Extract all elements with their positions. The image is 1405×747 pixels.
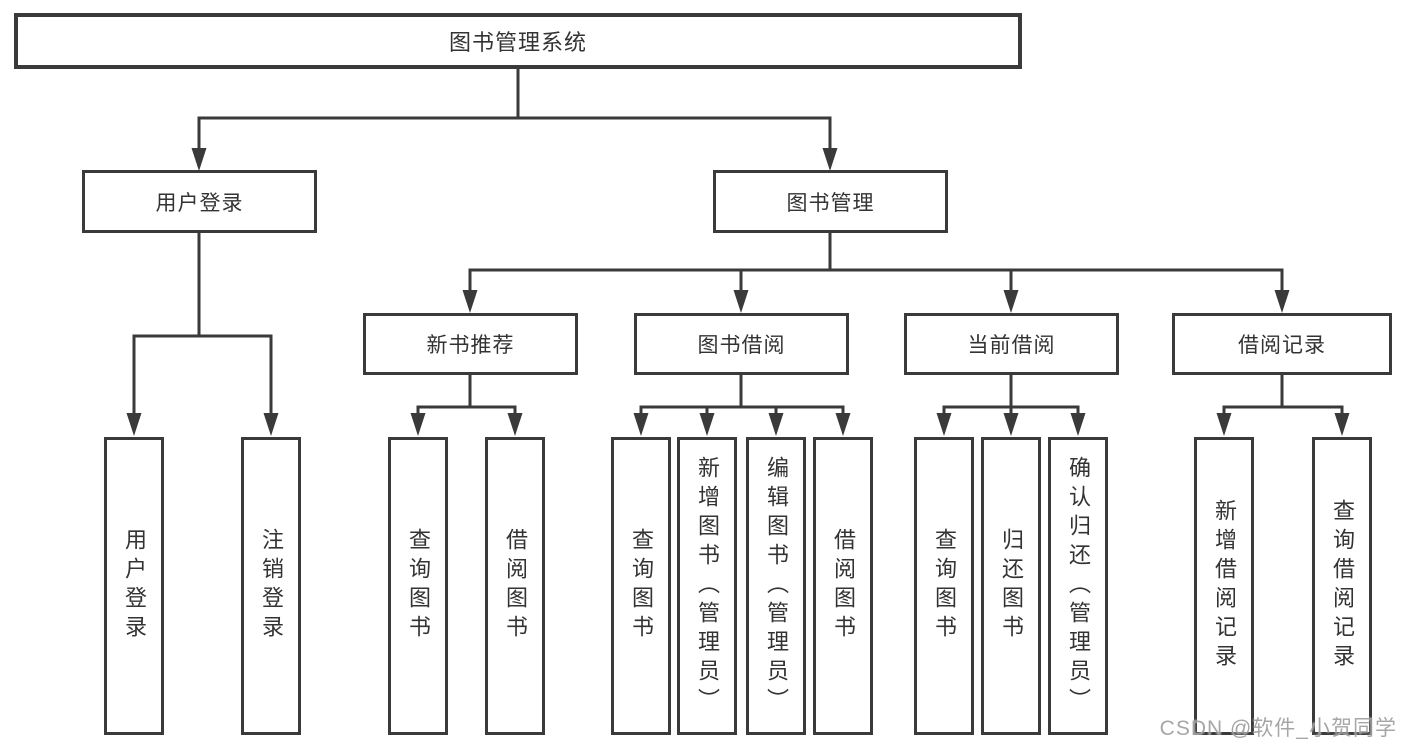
node-label: 图书管理系统 xyxy=(448,30,587,55)
node-label: 图书管理 xyxy=(786,191,875,215)
node-label: 新增图书（管理员） xyxy=(695,455,720,717)
node-label: 借阅图书 xyxy=(503,528,528,644)
leaf-return-books: 归还图书 xyxy=(981,437,1041,735)
leaf-query-books-borrow: 查询图书 xyxy=(611,437,671,735)
node-label: 新书推荐 xyxy=(426,334,515,357)
node-user-login: 用户登录 xyxy=(82,170,317,233)
leaf-query-books-recommend: 查询图书 xyxy=(388,437,448,735)
node-borrow-records: 借阅记录 xyxy=(1172,313,1392,375)
node-new-book-recommend: 新书推荐 xyxy=(363,313,578,375)
leaf-borrow-books-recommend: 借阅图书 xyxy=(485,437,545,735)
node-current-borrow: 当前借阅 xyxy=(904,313,1119,375)
leaf-edit-books-admin: 编辑图书（管理员） xyxy=(746,437,806,735)
node-label: 借阅图书 xyxy=(831,528,856,644)
node-label: 查询图书 xyxy=(629,528,654,644)
node-label: 查询借阅记录 xyxy=(1330,499,1355,673)
leaf-borrow-books: 借阅图书 xyxy=(813,437,873,735)
node-library-management-system: 图书管理系统 xyxy=(14,13,1022,69)
node-label: 注销登录 xyxy=(259,528,284,644)
leaf-query-borrow-record: 查询借阅记录 xyxy=(1312,437,1372,735)
leaf-user-login: 用户登录 xyxy=(104,437,164,735)
node-label: 用户登录 xyxy=(155,191,244,215)
node-label: 用户登录 xyxy=(122,528,147,644)
leaf-logout: 注销登录 xyxy=(241,437,301,735)
node-book-management: 图书管理 xyxy=(713,170,948,233)
leaf-confirm-return-admin: 确认归还（管理员） xyxy=(1048,437,1108,735)
node-label: 当前借阅 xyxy=(967,334,1056,357)
leaf-add-books-admin: 新增图书（管理员） xyxy=(677,437,737,735)
node-label: 图书借阅 xyxy=(697,334,786,357)
node-label: 查询图书 xyxy=(932,528,957,644)
csdn-watermark: CSDN @软件_小贺同学 xyxy=(1159,717,1397,740)
node-label: 新增借阅记录 xyxy=(1212,499,1237,673)
leaf-add-borrow-record: 新增借阅记录 xyxy=(1194,437,1254,735)
node-label: 编辑图书（管理员） xyxy=(764,455,789,717)
node-book-borrow: 图书借阅 xyxy=(634,313,849,375)
node-label: 确认归还（管理员） xyxy=(1066,455,1091,717)
leaf-query-books-current: 查询图书 xyxy=(914,437,974,735)
node-label: 借阅记录 xyxy=(1238,334,1326,357)
node-label: 归还图书 xyxy=(999,528,1024,644)
node-label: 查询图书 xyxy=(406,528,431,644)
